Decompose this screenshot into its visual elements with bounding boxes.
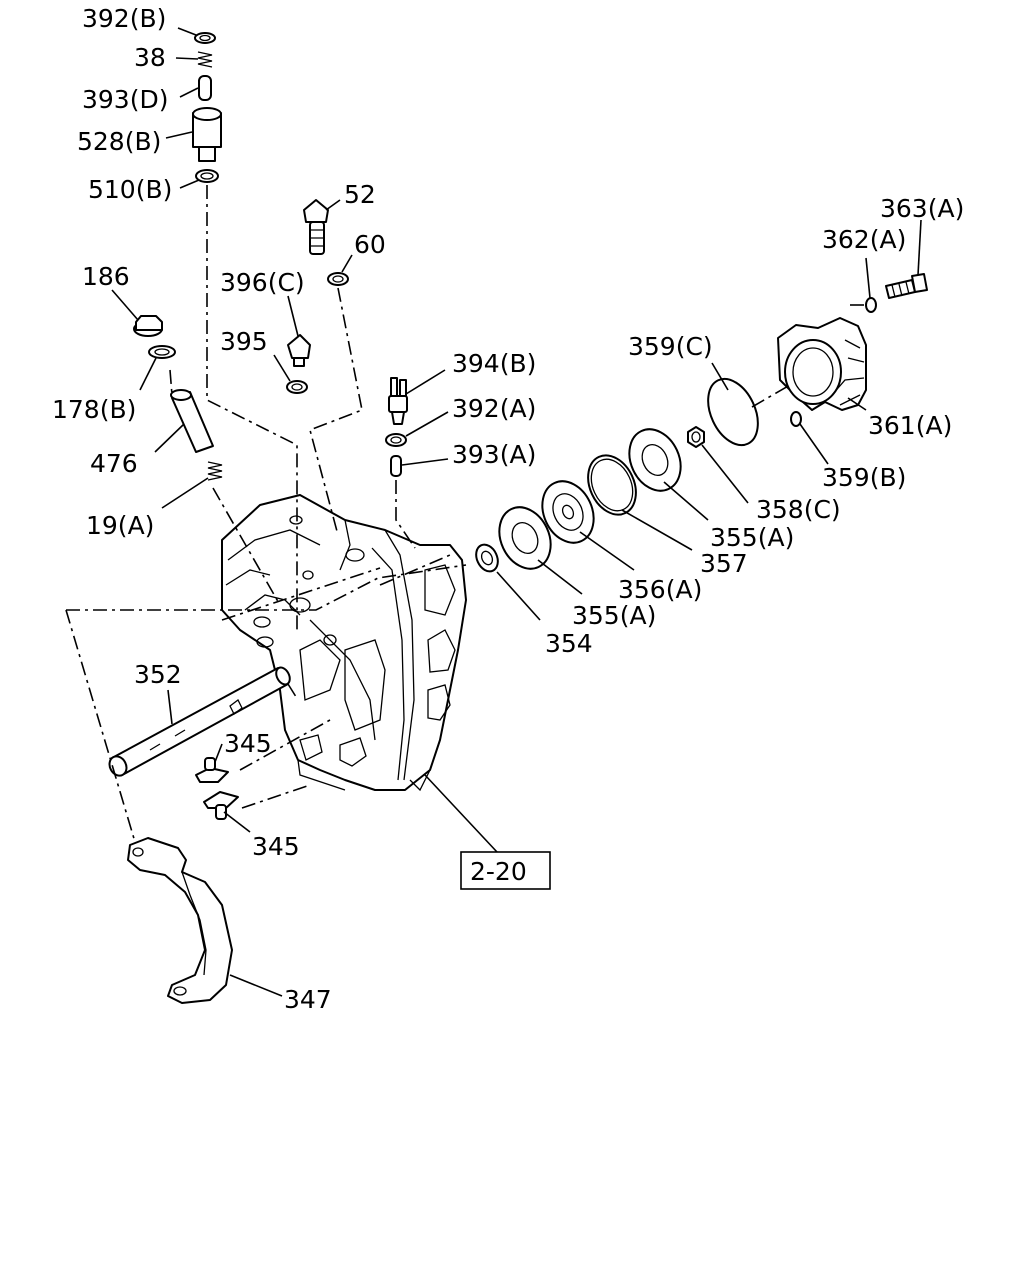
part-510B-ring xyxy=(195,169,219,183)
label-355A-upper: 355(A) xyxy=(710,523,794,552)
label-396C: 396(C) xyxy=(220,268,305,297)
part-396C-fitting xyxy=(287,334,311,367)
part-345-lower-pin xyxy=(203,791,239,820)
label-392A: 392(A) xyxy=(452,394,536,423)
transmission-housing xyxy=(221,494,467,792)
part-355A-upper-washer xyxy=(628,428,682,492)
part-354-seal xyxy=(475,543,499,573)
label-393A: 393(A) xyxy=(452,440,536,469)
part-476-pin xyxy=(170,389,214,453)
part-528B-sleeve xyxy=(192,107,222,162)
label-361A: 361(A) xyxy=(868,411,952,440)
label-356A: 356(A) xyxy=(618,575,702,604)
label-359B: 359(B) xyxy=(822,463,906,492)
label-345-upper: 345 xyxy=(224,729,272,758)
part-363A-bolt xyxy=(885,273,928,299)
part-358C-nut xyxy=(687,426,705,448)
part-362A-washer xyxy=(865,297,877,313)
part-356A-piston xyxy=(541,480,595,544)
part-345-upper-pin xyxy=(195,757,229,783)
label-60: 60 xyxy=(354,230,386,259)
part-186-plug xyxy=(133,315,163,337)
label-352: 352 xyxy=(134,660,182,689)
label-395: 395 xyxy=(220,327,268,356)
part-361A-cover xyxy=(777,317,867,411)
part-392A-ring xyxy=(385,433,407,447)
part-395-ring xyxy=(286,380,308,394)
part-357-snap-ring xyxy=(587,454,637,516)
label-52: 52 xyxy=(344,180,376,209)
leader-lines xyxy=(111,27,922,997)
part-355A-lower-washer xyxy=(498,506,552,570)
label-359C: 359(C) xyxy=(628,332,713,361)
part-393D-pin xyxy=(198,75,212,101)
label-510B: 510(B) xyxy=(88,175,172,204)
label-354: 354 xyxy=(545,629,593,658)
part-19A-spring xyxy=(207,461,223,481)
part-347-fork xyxy=(127,837,233,1004)
label-345-lower: 345 xyxy=(252,832,300,861)
part-393A-pin xyxy=(390,455,402,477)
label-476: 476 xyxy=(90,449,138,478)
label-392B: 392(B) xyxy=(82,4,166,33)
label-358C: 358(C) xyxy=(756,495,841,524)
label-393D: 393(D) xyxy=(82,85,168,114)
label-38: 38 xyxy=(134,43,166,72)
part-359B-oring xyxy=(790,411,802,427)
label-362A: 362(A) xyxy=(822,225,906,254)
label-347: 347 xyxy=(284,985,332,1014)
part-394B-sensor xyxy=(388,377,408,425)
label-357: 357 xyxy=(700,549,748,578)
part-52-switch xyxy=(303,199,329,255)
part-38-spring xyxy=(197,51,213,68)
label-394B: 394(B) xyxy=(452,349,536,378)
part-60-ring xyxy=(327,272,349,286)
label-355A-lower: 355(A) xyxy=(572,601,656,630)
label-186: 186 xyxy=(82,262,130,291)
part-359C-oring xyxy=(707,377,759,447)
label-528B: 528(B) xyxy=(77,127,161,156)
part-392B-ring xyxy=(194,32,216,44)
part-178B-ring xyxy=(148,345,176,359)
reference-box-2-20[interactable]: 2-20 xyxy=(460,851,551,890)
assembly-lines xyxy=(65,185,866,843)
label-363A: 363(A) xyxy=(880,194,964,223)
labels: 392(B) 38 393(D) 528(B) 510(B) 52 60 186… xyxy=(52,4,964,1014)
reference-box-label: 2-20 xyxy=(470,857,527,886)
label-178B: 178(B) xyxy=(52,395,136,424)
label-19A: 19(A) xyxy=(86,511,154,540)
